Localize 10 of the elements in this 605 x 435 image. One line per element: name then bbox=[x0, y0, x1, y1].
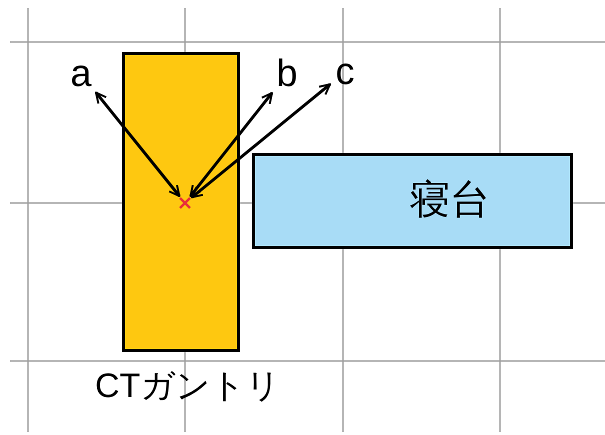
gantry-label: CTガントリ bbox=[95, 366, 280, 407]
arrow bbox=[189, 92, 274, 197]
arrow bbox=[191, 83, 331, 198]
couch-label: 寝台 bbox=[410, 177, 490, 224]
isocenter-mark bbox=[178, 196, 192, 210]
couch-box bbox=[252, 153, 573, 249]
direction-label: a bbox=[66, 52, 96, 96]
direction-label: b bbox=[272, 52, 302, 96]
direction-label: c bbox=[330, 50, 360, 94]
arrow bbox=[94, 92, 181, 197]
